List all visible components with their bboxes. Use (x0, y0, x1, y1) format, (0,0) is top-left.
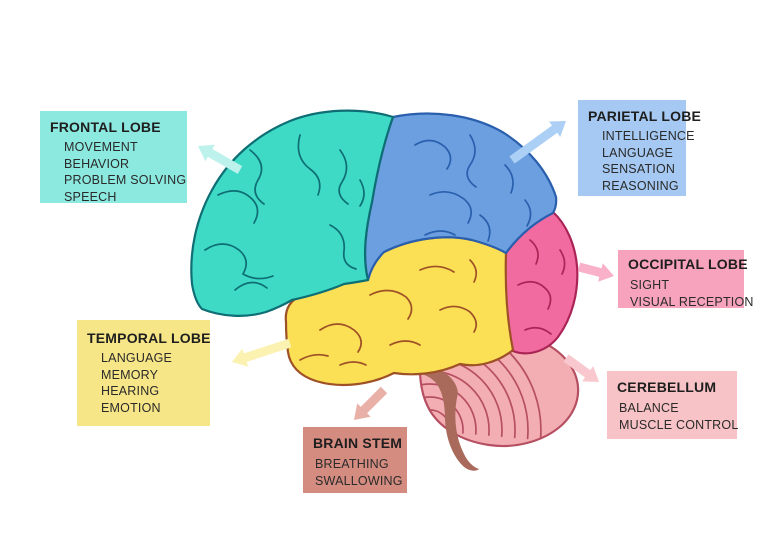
parietal-lobe-item: REASONING (602, 178, 679, 193)
parietal-lobe-title: PARIETAL LOBE (588, 108, 702, 124)
parietal-arrow (509, 121, 566, 164)
temporal-lobe-title: TEMPORAL LOBE (87, 330, 211, 346)
cerebellum-label: CEREBELLUM BALANCE MUSCLE CONTROL (607, 371, 739, 439)
frontal-lobe-item: MOVEMENT (64, 140, 138, 154)
occipital-arrow (577, 262, 614, 282)
brain-stem-item: SWALLOWING (315, 473, 403, 488)
frontal-lobe-title: FRONTAL LOBE (50, 119, 161, 135)
cerebellum-arrow (563, 354, 599, 382)
cerebellum-title: CEREBELLUM (617, 379, 717, 395)
brain-stem-title: BRAIN STEM (313, 435, 403, 451)
brain-stem-region (352, 363, 479, 471)
occipital-lobe-title: OCCIPITAL LOBE (628, 256, 748, 272)
occipital-lobe-item: VISUAL RECEPTION (630, 294, 754, 309)
frontal-lobe-item: BEHAVIOR (64, 156, 130, 171)
brain-stem-item: BREATHING (315, 457, 389, 471)
temporal-arrow (232, 338, 292, 367)
frontal-lobe-item: SPEECH (64, 189, 117, 204)
parietal-lobe-item: INTELLIGENCE (602, 129, 695, 143)
parietal-lobe-label: PARIETAL LOBE INTELLIGENCE LANGUAGE SENS… (578, 100, 702, 196)
brain-stem-label: BRAIN STEM BREATHING SWALLOWING (303, 427, 407, 493)
frontal-arrow (198, 144, 243, 174)
frontal-lobe-label: FRONTAL LOBE MOVEMENT BEHAVIOR PROBLEM S… (40, 111, 187, 204)
cerebellum-item: BALANCE (619, 401, 679, 415)
temporal-lobe-item: MEMORY (101, 367, 159, 382)
occipital-lobe-item: SIGHT (630, 278, 670, 292)
frontal-lobe-item: PROBLEM SOLVING (64, 173, 187, 187)
parietal-lobe-item: SENSATION (602, 162, 676, 176)
occipital-lobe-label: OCCIPITAL LOBE SIGHT VISUAL RECEPTION (618, 250, 754, 309)
cerebellum-item: MUSCLE CONTROL (619, 417, 739, 432)
frontal-region (190, 109, 395, 317)
brainstem-arrow (354, 386, 388, 420)
temporal-lobe-item: EMOTION (101, 400, 161, 415)
temporal-lobe-item: LANGUAGE (101, 351, 173, 365)
temporal-lobe-item: HEARING (101, 384, 160, 398)
parietal-lobe-item: LANGUAGE (602, 145, 674, 160)
temporal-lobe-label: TEMPORAL LOBE LANGUAGE MEMORY HEARING EM… (77, 320, 210, 426)
